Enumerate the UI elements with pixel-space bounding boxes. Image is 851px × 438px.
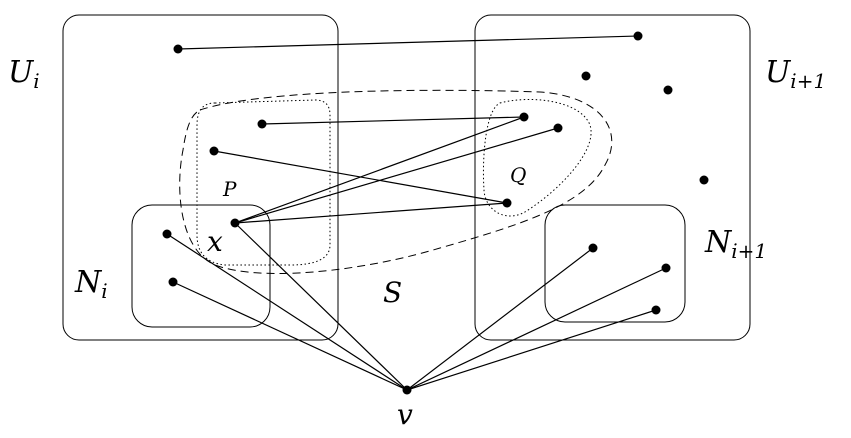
vertex-x <box>230 218 240 228</box>
vertex <box>553 123 563 133</box>
vertex <box>588 243 598 253</box>
vertex <box>651 305 661 315</box>
vertex <box>633 31 643 41</box>
label-P: P <box>222 177 237 201</box>
edge <box>234 202 508 224</box>
edge <box>406 247 594 391</box>
vertex <box>519 112 529 122</box>
vertex-v <box>402 385 412 395</box>
label-U-i-plus-1: Ui+1 <box>765 55 826 93</box>
set-N-i <box>131 204 271 328</box>
set-Q-dotted <box>482 98 592 217</box>
edge <box>234 222 408 391</box>
label-v: v <box>397 398 413 431</box>
edge <box>406 267 667 391</box>
edge <box>234 127 559 224</box>
vertex <box>699 175 709 185</box>
vertex <box>173 44 183 54</box>
vertices <box>162 31 709 395</box>
edge <box>172 281 408 391</box>
set-S-dashed <box>179 89 613 274</box>
vertex <box>257 119 267 129</box>
vertex <box>663 85 673 95</box>
edge <box>406 309 657 391</box>
label-S: S <box>383 276 402 309</box>
vertex <box>209 146 219 156</box>
vertex <box>502 198 512 208</box>
set-U-i-plus-1 <box>474 14 751 341</box>
edge <box>166 233 408 391</box>
set-P-dotted <box>196 99 331 266</box>
vertex <box>581 71 591 81</box>
edge <box>234 116 525 224</box>
label-N-i-plus-1: Ni+1 <box>704 225 767 263</box>
label-U-i: Ui <box>8 55 40 93</box>
edge <box>177 35 639 50</box>
vertex <box>168 277 178 287</box>
label-x: x <box>207 225 223 258</box>
edges <box>166 35 667 391</box>
set-U-i <box>62 14 339 341</box>
vertex <box>162 229 172 239</box>
label-N-i: Ni <box>74 265 108 303</box>
vertex <box>661 263 671 273</box>
label-Q: Q <box>510 163 526 187</box>
set-N-i-plus-1 <box>544 204 686 323</box>
edge <box>261 116 525 125</box>
